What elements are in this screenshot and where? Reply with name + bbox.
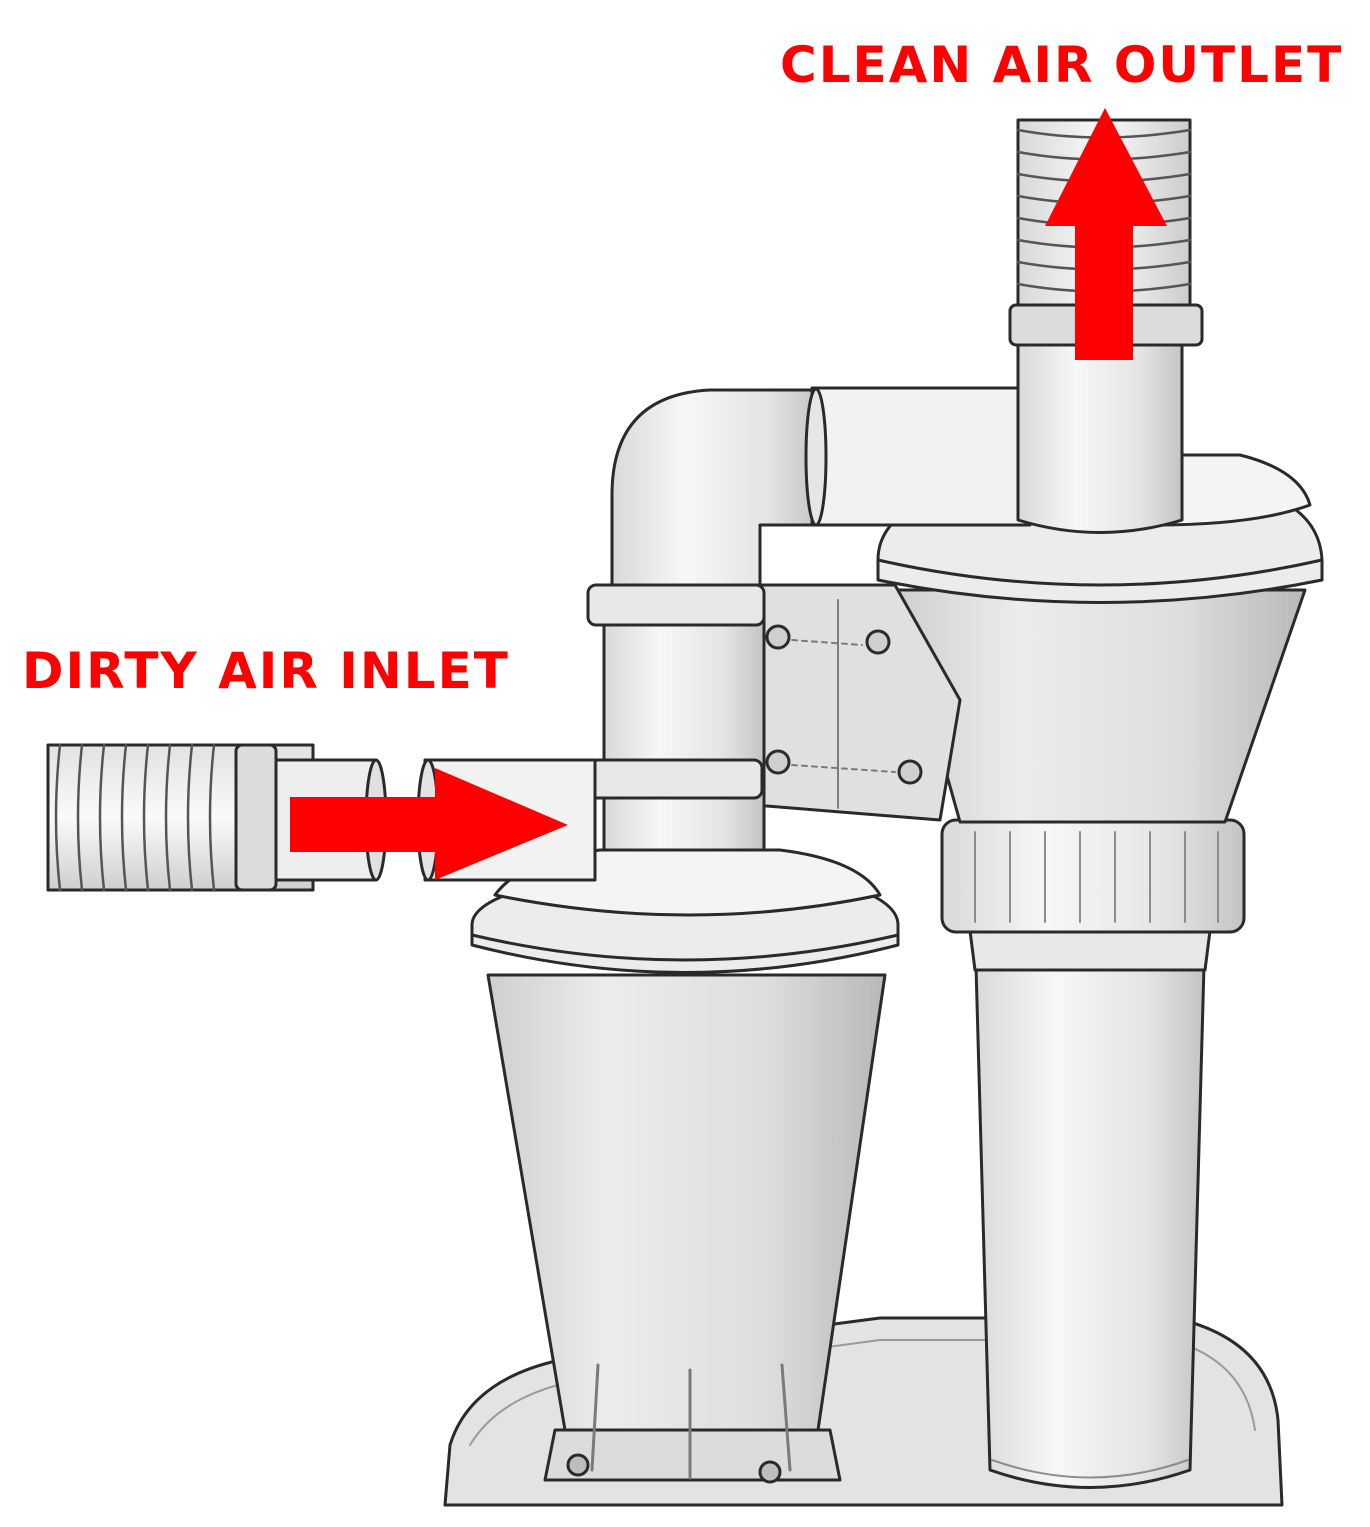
outlet-pipe xyxy=(1016,328,1184,534)
connector-pipe xyxy=(610,386,1032,602)
left-cyclone-cone xyxy=(486,973,887,1484)
left-riser-pipe xyxy=(586,583,766,892)
coupling-ring xyxy=(940,818,1246,934)
clean-air-outlet-label: CLEAN AIR OUTLET xyxy=(780,36,1344,94)
inlet-hose xyxy=(46,743,388,892)
arrow-right-icon xyxy=(290,768,568,880)
right-separator-tube xyxy=(966,913,1214,1489)
arrow-up-icon xyxy=(1045,108,1167,360)
dirty-air-inlet-label: DIRTY AIR INLET xyxy=(22,642,510,700)
